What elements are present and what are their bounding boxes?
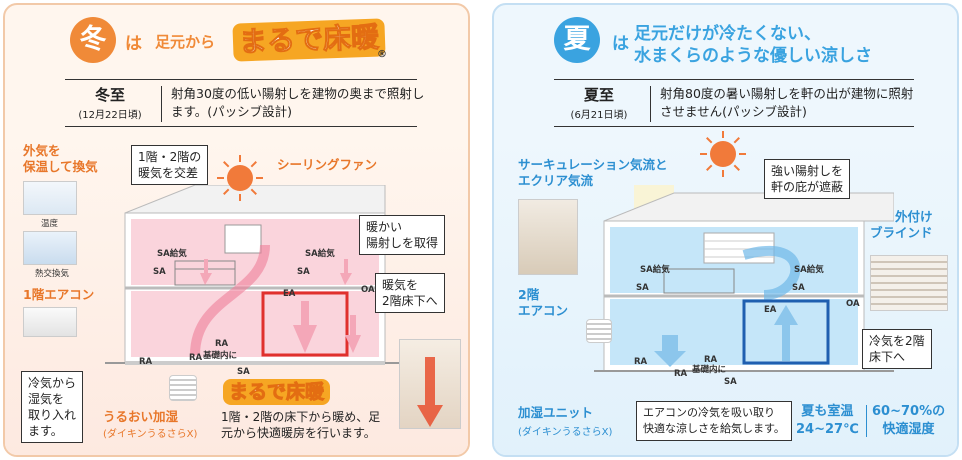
temperature-caption: 温度	[41, 219, 59, 229]
summer-info-bar: 夏至 (6月21日頃) 射角80度の暑い陽射しを軒の出が建物に照射させません(パ…	[554, 79, 914, 127]
floor2-aircon-label: 2階 エアコン	[518, 287, 569, 318]
humidity-intake-box: 冷気から 湿気を 取り入れ ます。	[21, 371, 84, 443]
strong-sunlight-box: 強い陽射しを 軒の庇が遮蔽	[764, 159, 851, 199]
sun-ray	[256, 177, 263, 179]
winter-panel: 冬 は 足元から まるで床暖 ® 冬至 (12月22日頃) 射角30度の低い陽射…	[3, 3, 470, 457]
winter-scene: 外気を 保温して換気 温度 熱交換気 1階エアコン 1階・2階の 暖気を交差 シ…	[5, 135, 468, 455]
heat-exchange-caption: 熱交換気	[35, 269, 70, 279]
room-temperature-label: 夏も室温 24~27℃	[796, 404, 859, 437]
temperature-graph-image	[23, 181, 77, 215]
ra-label-3: RA	[634, 357, 648, 367]
registered-mark: ®	[377, 49, 387, 60]
cool-air-floor2-box: 冷気を2階 床下へ	[862, 329, 932, 369]
external-blind-label: 外付け ブラインド	[870, 209, 933, 240]
ra-label-1: RA	[704, 355, 718, 365]
winter-ha: は	[125, 34, 142, 54]
sun-ray	[722, 170, 724, 177]
ra-label-2: RA	[189, 353, 203, 363]
winter-solstice-title: 冬至	[94, 86, 125, 104]
summer-panel: 夏 は 足元だけが冷たくない、 水まくらのような優しい涼しさ 夏至 (6月21日…	[492, 3, 959, 457]
sun-icon	[700, 131, 746, 177]
ra-label-1: RA	[215, 339, 229, 349]
sun-icon	[217, 155, 263, 201]
sa-supply-label-2: SA給気	[305, 249, 335, 259]
winter-house-illustration	[105, 185, 405, 365]
interior-hallway-image	[518, 199, 578, 275]
sa-label-2: SA	[792, 283, 805, 293]
info-divider	[650, 86, 651, 122]
summer-scene: サーキュレーション気流と エクリア気流 強い陽射しを 軒の庇が遮蔽 外付け ブラ…	[494, 131, 957, 455]
ra-label-2: RA	[674, 369, 688, 379]
heat-exchange-display-image	[23, 231, 77, 265]
aircon-cool-air-box: エアコンの冷気を吸い取り 快適な涼しさを給気します。	[636, 401, 792, 441]
sa-label-1: SA	[153, 267, 166, 277]
sun-ray	[223, 161, 230, 168]
sun-ray	[706, 137, 713, 144]
ceiling-fan-label: シーリングファン	[277, 157, 378, 172]
uruoi-label: うるおい加湿	[103, 409, 179, 424]
ea-label: EA	[764, 305, 777, 315]
sun-ray	[706, 164, 713, 171]
aircon-image	[23, 307, 77, 337]
humidity-label: 60~70%の 快適湿度	[872, 404, 946, 437]
external-blind-image	[870, 255, 948, 311]
circulation-airflow-label: サーキュレーション気流と エクリア気流	[518, 157, 668, 188]
sun-ray	[250, 161, 257, 168]
sa-supply-label-1: SA給気	[157, 249, 187, 259]
summer-info-text: 射角80度の暑い陽射しを軒の出が建物に照射させません(パッシブ設計)	[660, 86, 914, 119]
winter-solstice-date: (12月22日頃)	[78, 110, 142, 121]
marude-yukadan-logo: まるで床暖	[232, 18, 386, 62]
winter-info-text: 射角30度の低い陽射しを建物の奥まで照射します。(パッシブ設計)	[171, 86, 425, 119]
kiso-label: 基礎内に	[692, 365, 727, 375]
warm-sunlight-box: 暖かい 陽射しを取得	[359, 215, 446, 255]
down-arrow-icon	[417, 357, 443, 427]
sun-ray	[722, 131, 724, 138]
oa-label: OA	[361, 285, 375, 295]
summer-solstice-title: 夏至	[583, 86, 614, 104]
temp-divider	[866, 405, 867, 437]
sa-label-3: SA	[237, 367, 250, 377]
humidifier-unit-label: 加湿ユニット	[518, 405, 594, 420]
summer-house-illustration	[594, 185, 894, 372]
winter-tagline: 足元から	[155, 33, 216, 51]
sa-label-1: SA	[636, 283, 649, 293]
sa-supply-label-1: SA給気	[640, 265, 670, 275]
outside-air-label: 外気を 保温して換気	[23, 143, 98, 174]
summer-ha: は	[612, 34, 629, 54]
winter-badge: 冬	[70, 17, 116, 63]
sa-label-2: SA	[297, 267, 310, 277]
sun-ray	[733, 137, 740, 144]
winter-bottom-caption: 1階・2階の床下から暖め、足 元から快適暖房を行います。	[221, 410, 381, 440]
sun-ray	[739, 153, 746, 155]
ra-vent-image	[586, 319, 612, 343]
sun-ray	[239, 194, 241, 201]
kiso-label: 基礎内に	[203, 351, 238, 361]
oa-label: OA	[846, 299, 860, 309]
sa-label-3: SA	[724, 377, 737, 387]
summer-headline: 足元だけが冷たくない、 水まくらのような優しい涼しさ	[634, 24, 872, 66]
summer-badge: 夏	[554, 17, 600, 63]
sun-ray	[700, 153, 707, 155]
winter-info-bar: 冬至 (12月22日頃) 射角30度の低い陽射しを建物の奥まで照射します。(パッ…	[65, 79, 424, 127]
uruoi-sublabel: (ダイキンうるさらX)	[103, 429, 198, 440]
exchange-warm-air-box: 1階・2階の 暖気を交差	[131, 145, 209, 185]
ra-vent-image	[169, 375, 197, 401]
ra-label-3: RA	[139, 357, 153, 367]
summer-solstice-date: (6月21日頃)	[570, 110, 628, 121]
sun-ray	[239, 155, 241, 162]
sun-ray	[733, 164, 740, 171]
ea-label: EA	[283, 289, 296, 299]
sun-ray	[217, 177, 224, 179]
floor1-aircon-label: 1階エアコン	[23, 287, 95, 302]
info-divider	[161, 86, 162, 122]
sa-supply-label-2: SA給気	[794, 265, 824, 275]
humidifier-unit-sublabel: (ダイキンうるさらX)	[518, 427, 613, 438]
marude-yukadan-logo-small: まるで床暖	[223, 379, 331, 405]
warm-air-floor2-box: 暖気を 2階床下へ	[375, 273, 445, 313]
